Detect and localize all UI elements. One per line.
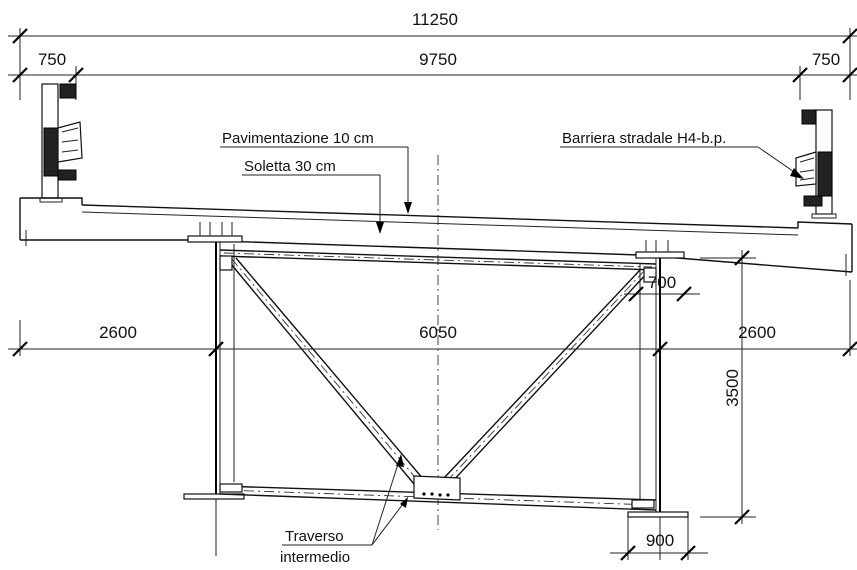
right-girder: [627, 240, 689, 518]
label-barrier-text: Barriera stradale H4-b.p.: [562, 130, 726, 147]
diagonal-braces: [219, 255, 657, 501]
label-pavement-text: Pavimentazione 10 cm: [222, 130, 374, 147]
top-cross-member: [219, 249, 657, 271]
dim-top-flange-text: 700: [648, 273, 676, 292]
right-barrier: [795, 109, 837, 219]
label-barrier: Barriera stradale H4-b.p.: [560, 130, 804, 179]
dimension-girder-spacing: 2600 6050 2600: [8, 280, 857, 357]
dimension-top-flange: 700: [624, 273, 700, 302]
dim-girder-height-text: 3500: [723, 369, 742, 407]
dimension-girder-height: 3500: [700, 250, 756, 525]
label-slab: Soletta 30 cm: [242, 158, 384, 234]
dim-carriageway-text: 9750: [419, 50, 457, 69]
dimension-carriageway: 750 9750 750: [8, 50, 857, 100]
left-girder: [183, 222, 245, 500]
label-crossbeam-line1: Traverso: [285, 528, 344, 545]
deck-slab: [19, 197, 853, 276]
dim-total-width-text: 11250: [412, 10, 458, 29]
label-pavement: Pavimentazione 10 cm: [220, 130, 412, 214]
label-crossbeam: Traverso intermedio: [280, 454, 408, 566]
dim-right-curb-text: 750: [812, 50, 840, 69]
label-slab-text: Soletta 30 cm: [244, 158, 336, 175]
left-barrier: [39, 83, 83, 203]
dim-left-curb-text: 750: [38, 50, 66, 69]
dim-girder-spacing-text: 6050: [419, 323, 457, 342]
dimension-bottom-flange: 900: [610, 517, 708, 561]
dimension-total-width: 11250: [8, 10, 857, 100]
dim-left-overhang-text: 2600: [99, 323, 137, 342]
label-crossbeam-line2: intermedio: [280, 549, 350, 566]
dim-right-overhang-text: 2600: [738, 323, 776, 342]
